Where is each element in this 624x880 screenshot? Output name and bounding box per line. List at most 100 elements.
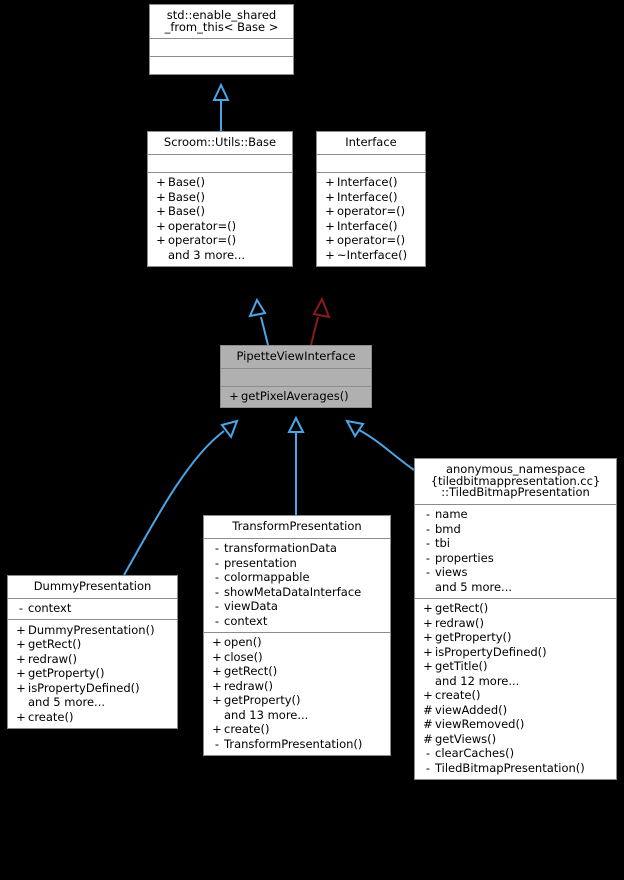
visibility-marker: + bbox=[156, 175, 166, 189]
member-name: bmd bbox=[435, 521, 461, 536]
visibility-marker: + bbox=[423, 601, 433, 615]
class-node-pipette-view-interface[interactable]: PipetteViewInterface +getPixelAverages() bbox=[220, 345, 372, 408]
member-row: -context bbox=[8, 602, 177, 617]
class-node-dummy-presentation[interactable]: DummyPresentation -context +DummyPresent… bbox=[7, 575, 178, 729]
class-title: DummyPresentation bbox=[33, 579, 152, 593]
class-node-scroom-utils-base[interactable]: Scroom::Utils::Base +Base()+Base()+Base(… bbox=[147, 131, 293, 267]
attributes-compartment: -transformationData-presentation-colorma… bbox=[204, 539, 390, 632]
member-row: +close() bbox=[204, 650, 390, 665]
edge-transform-to-pipette bbox=[287, 415, 305, 515]
member-row: -TransformPresentation() bbox=[204, 737, 390, 752]
compartment-divider bbox=[221, 367, 371, 369]
member-name: getRect() bbox=[224, 664, 278, 678]
member-row: +and 12 more... bbox=[415, 674, 616, 689]
compartment-divider bbox=[8, 597, 177, 599]
member-name: viewAdded() bbox=[435, 702, 508, 717]
compartment-divider bbox=[148, 153, 292, 155]
compartment-divider bbox=[150, 38, 293, 39]
attributes-compartment bbox=[221, 369, 371, 386]
class-node-enable-shared-from-this[interactable]: std::enable_shared _from_this< Base > bbox=[149, 4, 294, 75]
member-row: +Interface() bbox=[317, 219, 425, 234]
member-name: redraw() bbox=[224, 678, 274, 693]
compartment-divider bbox=[415, 503, 616, 505]
member-name: and 5 more... bbox=[28, 695, 106, 709]
member-name: getRect() bbox=[28, 637, 82, 651]
member-name: isPropertyDefined() bbox=[435, 644, 547, 659]
member-row: -views bbox=[415, 566, 616, 581]
visibility-marker: + bbox=[212, 722, 222, 736]
member-name: properties bbox=[435, 550, 494, 565]
class-title: Interface bbox=[345, 135, 397, 149]
member-name: DummyPresentation() bbox=[28, 622, 155, 637]
visibility-marker: + bbox=[156, 233, 166, 247]
visibility-marker: # bbox=[423, 717, 433, 731]
visibility-marker: - bbox=[214, 555, 220, 570]
member-name: getPixelAverages() bbox=[241, 389, 349, 403]
member-name: and 13 more... bbox=[224, 707, 309, 722]
visibility-marker: - bbox=[425, 550, 431, 565]
visibility-marker: + bbox=[16, 709, 26, 724]
member-name: views bbox=[435, 565, 468, 579]
operations-compartment bbox=[150, 57, 293, 74]
visibility-marker: + bbox=[212, 693, 222, 707]
member-row: +operator=() bbox=[148, 234, 292, 249]
visibility-marker: + bbox=[423, 630, 433, 644]
member-name: getTitle() bbox=[435, 659, 488, 673]
member-row: +getProperty() bbox=[204, 694, 390, 709]
member-row: -name bbox=[415, 508, 616, 523]
visibility-marker: + bbox=[325, 175, 335, 189]
member-row: -bmd bbox=[415, 522, 616, 537]
visibility-marker: + bbox=[212, 664, 222, 678]
operations-compartment: +open()+close()+getRect()+redraw()+getPr… bbox=[204, 633, 390, 755]
class-title: TransformPresentation bbox=[232, 519, 362, 533]
edge-pipette-to-base bbox=[248, 297, 269, 346]
visibility-marker: + bbox=[16, 680, 26, 695]
edge-pipette-to-interface bbox=[310, 296, 331, 346]
operations-compartment: +DummyPresentation()+getRect()+redraw()+… bbox=[8, 620, 177, 728]
member-row: +Interface() bbox=[317, 190, 425, 205]
class-title: std::enable_shared _from_this< Base > bbox=[164, 8, 279, 34]
member-row: +and 5 more... bbox=[415, 580, 616, 595]
member-row: +Base() bbox=[148, 190, 292, 205]
visibility-marker: + bbox=[423, 688, 433, 702]
member-row: +isPropertyDefined() bbox=[415, 645, 616, 660]
visibility-marker: + bbox=[156, 189, 166, 204]
member-row: +getRect() bbox=[204, 665, 390, 680]
visibility-marker: - bbox=[425, 746, 431, 760]
operations-compartment: +Interface()+Interface()+operator=()+Int… bbox=[317, 173, 425, 266]
member-row: +getProperty() bbox=[8, 667, 177, 682]
member-name: tbi bbox=[435, 536, 451, 550]
compartment-divider bbox=[204, 631, 390, 633]
visibility-marker: + bbox=[325, 247, 335, 262]
class-node-transform-presentation[interactable]: TransformPresentation -transformationDat… bbox=[203, 515, 391, 756]
member-name: Base() bbox=[168, 175, 205, 189]
visibility-marker: - bbox=[214, 613, 220, 628]
operations-compartment: +getPixelAverages() bbox=[221, 387, 371, 408]
member-name: showMetaDataInterface bbox=[224, 584, 362, 599]
member-row: +operator=() bbox=[317, 205, 425, 220]
member-name: and 12 more... bbox=[435, 673, 520, 688]
visibility-marker: + bbox=[16, 651, 26, 666]
member-row: -showMetaDataInterface bbox=[204, 585, 390, 600]
visibility-marker: + bbox=[229, 389, 239, 403]
visibility-marker: - bbox=[214, 541, 220, 555]
visibility-marker: # bbox=[423, 731, 433, 746]
member-name: viewData bbox=[224, 599, 278, 613]
visibility-marker: + bbox=[325, 233, 335, 247]
member-row: -colormappable bbox=[204, 571, 390, 586]
class-node-tiled-bitmap-presentation[interactable]: anonymous_namespace {tiledbitmappresenta… bbox=[414, 458, 617, 780]
member-row: +Base() bbox=[148, 205, 292, 220]
class-node-interface[interactable]: Interface +Interface()+Interface()+opera… bbox=[316, 131, 426, 267]
member-name: getProperty() bbox=[224, 693, 301, 707]
member-name: getRect() bbox=[435, 601, 489, 615]
member-row: +create() bbox=[415, 689, 616, 704]
member-row: +getTitle() bbox=[415, 660, 616, 675]
member-row: +~Interface() bbox=[317, 248, 425, 263]
member-name: open() bbox=[224, 635, 262, 649]
member-name: close() bbox=[224, 649, 263, 664]
visibility-marker: + bbox=[16, 637, 26, 651]
member-row: +Interface() bbox=[317, 176, 425, 191]
member-row: #getViews() bbox=[415, 732, 616, 747]
visibility-marker: + bbox=[156, 218, 166, 233]
member-name: transformationData bbox=[224, 541, 337, 555]
